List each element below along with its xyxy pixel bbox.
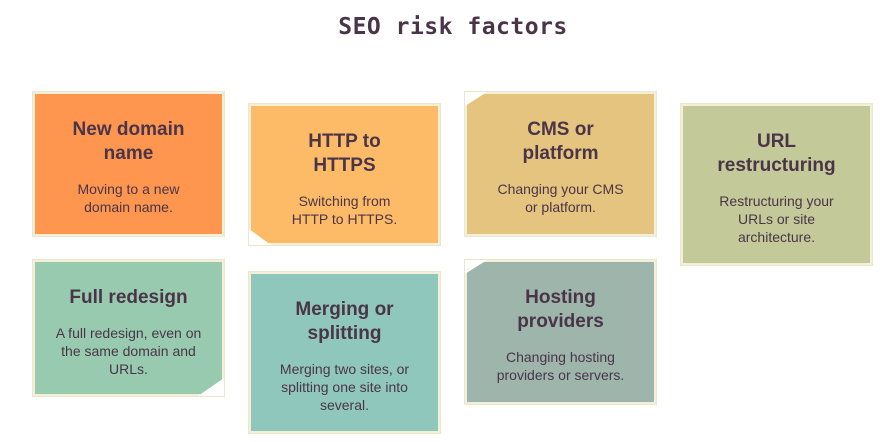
note-description: Changing your CMS or platform. xyxy=(497,181,624,215)
note-description: Restructuring your URLs or site architec… xyxy=(719,193,834,245)
note-full-redesign: Full redesign A full redesign, even on t… xyxy=(33,260,224,396)
note-title: Full redesign xyxy=(69,287,188,308)
note-description: Changing hosting providers or servers. xyxy=(496,349,625,383)
note-new-domain-name: New domain name Moving to a new domain n… xyxy=(33,92,224,236)
note-title: URL restructuring xyxy=(717,131,836,176)
note-url-restructuring: URL restructuring Restructuring your URL… xyxy=(681,104,872,265)
curled-corner xyxy=(465,92,487,106)
note-merging-or-splitting: Merging or splitting Merging two sites, … xyxy=(249,272,440,433)
note-description: A full redesign, even on the same domain… xyxy=(55,325,202,377)
curled-corner xyxy=(249,229,271,245)
curled-corner xyxy=(198,378,224,396)
note-title: HTTP to HTTPS xyxy=(308,131,381,176)
diagram-title: SEO risk factors xyxy=(338,14,568,40)
note-description: Switching from HTTP to HTTPS. xyxy=(291,193,398,227)
curled-corner xyxy=(465,260,487,274)
note-description: Merging two sites, or splitting one site… xyxy=(279,361,410,413)
note-title: New domain name xyxy=(72,119,185,164)
note-description: Moving to a new domain name. xyxy=(77,181,180,215)
note-cms-or-platform: CMS or platform Changing your CMS or pla… xyxy=(465,92,656,236)
note-http-to-https: HTTP to HTTPS Switching from HTTP to HTT… xyxy=(249,104,440,245)
note-title: Merging or splitting xyxy=(295,299,394,344)
note-title: Hosting providers xyxy=(517,287,604,332)
note-hosting-providers: Hosting providers Changing hosting provi… xyxy=(465,260,656,404)
note-title: CMS or platform xyxy=(522,119,599,164)
